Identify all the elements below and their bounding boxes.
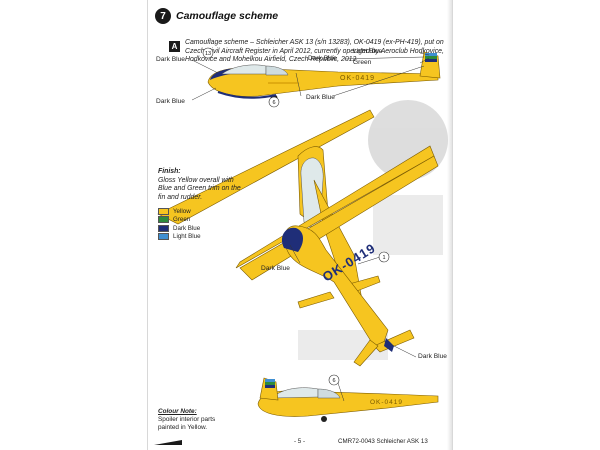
scheme-letter-badge: A [169, 41, 180, 52]
legend-label: Green [173, 216, 191, 224]
side-view-bottom [257, 377, 439, 422]
page-number: - 5 - [294, 438, 306, 445]
colour-note: Colour Note: Spoiler interior parts pain… [158, 408, 215, 431]
page-edge-shadow [447, 0, 452, 450]
label-light-blue-fin: Light Blue [353, 48, 383, 55]
legend-item: Dark Blue [158, 224, 201, 233]
svg-text:1: 1 [382, 255, 385, 261]
finish-heading: Finish: [158, 168, 181, 175]
label-dark-blue-fin: Dark Blue [308, 55, 337, 62]
bottom-view [235, 145, 439, 367]
svg-text:6: 6 [272, 100, 275, 106]
leader-lines [191, 52, 430, 402]
finish-text: Gloss Yellow overall with Blue and Green… [158, 176, 241, 201]
colour-note-line: Spoiler interior parts [158, 415, 216, 423]
label-dark-blue-top: Dark Blue [156, 56, 185, 63]
side-view-top [207, 51, 441, 102]
aircraft-artwork: OK-0419 OK-0419 [157, 47, 448, 422]
step-number-badge: 7 [155, 8, 171, 24]
legend-label: Dark Blue [173, 224, 201, 232]
legend-label: Yellow [173, 207, 191, 215]
colour-note-heading: Colour Note: [158, 408, 197, 415]
swatch-green [158, 216, 169, 224]
legend-item: Light Blue [158, 233, 201, 242]
label-dark-blue-tail: Dark Blue [306, 94, 335, 101]
publisher-mark [154, 440, 182, 445]
label-dark-blue-rudder: Dark Blue [418, 353, 447, 360]
scheme-description: Camouflage scheme – Schleicher ASK 13 (s… [185, 39, 444, 64]
swatch-yellow [158, 207, 169, 215]
product-code: CMR72-0043 Schleicher ASK 13 [338, 438, 428, 445]
instruction-sheet: 7 Camouflage scheme A Camouflage scheme … [148, 0, 452, 450]
label-green-fin: Green [353, 59, 372, 66]
label-dark-blue-wing: Dark Blue [261, 265, 290, 272]
swatch-light-blue [158, 233, 169, 241]
svg-text:6: 6 [332, 378, 335, 384]
legend-item: Yellow [158, 207, 201, 216]
legend-label: Light Blue [173, 233, 201, 241]
finish-note: Finish: Gloss Yellow overall with Blue a… [158, 168, 248, 202]
callout-6-top: 6 [268, 96, 280, 108]
callout-1: 1 [378, 251, 390, 263]
color-legend: Yellow Green Dark Blue Light Blue [158, 207, 201, 241]
legend-item: Green [158, 216, 201, 225]
callout-13: 13 [202, 47, 214, 59]
label-dark-blue-nose: Dark Blue [156, 98, 185, 105]
page-title: Camouflage scheme [176, 10, 279, 22]
side-registration-top: OK-0419 [340, 75, 375, 82]
svg-text:13: 13 [205, 51, 211, 57]
side-registration-bottom: OK-0419 [370, 399, 403, 406]
callout-6-bottom: 6 [328, 374, 340, 386]
colour-note-line: painted in Yellow. [158, 423, 208, 431]
swatch-dark-blue [158, 224, 169, 232]
